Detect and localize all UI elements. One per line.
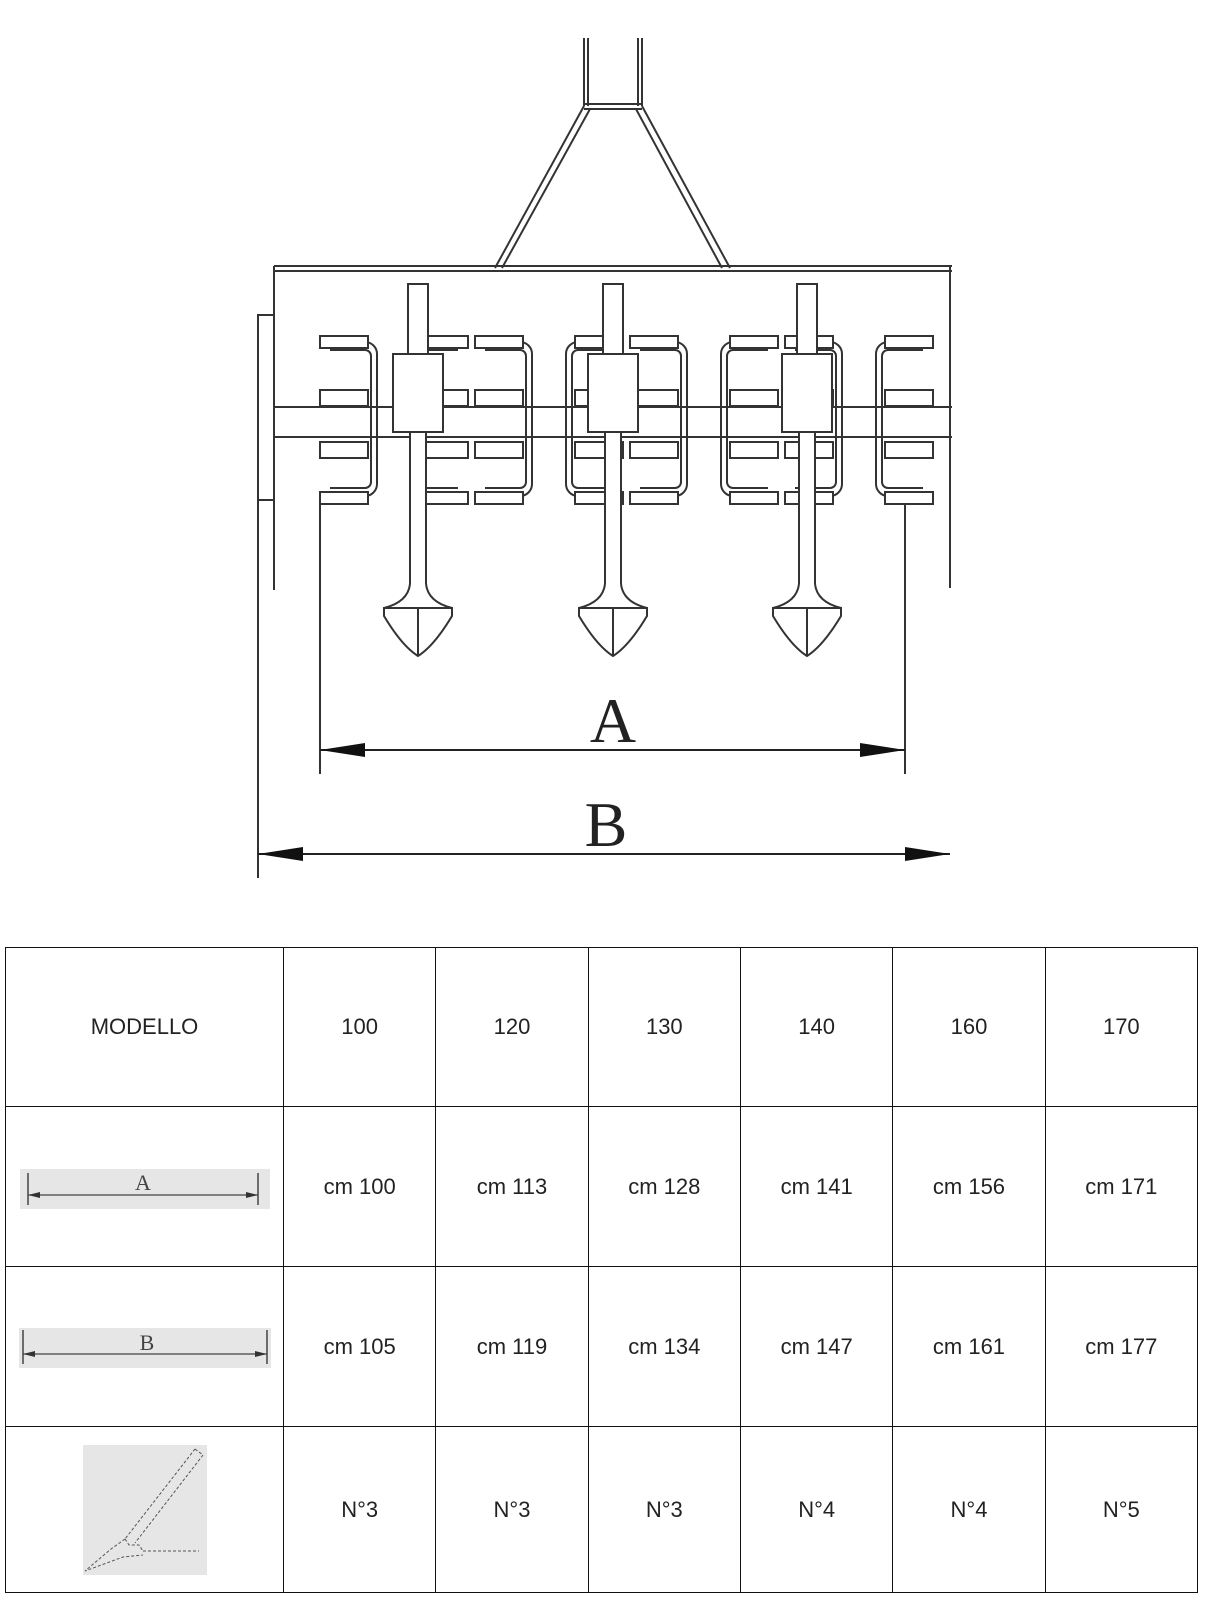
table-cell: cm 100 [282,1106,437,1267]
table-cell: N°3 [282,1426,437,1593]
model-cell: 140 [739,947,894,1107]
row-icon-cell: B [5,1266,284,1427]
table-row-dimension-a: A cm 100 cm 113 cm 128 cm 141 cm 156 cm … [5,1106,1199,1267]
table-cell: N°4 [892,1426,1046,1593]
dimension-b-icon: B [18,1327,271,1368]
table-cell: cm 147 [739,1266,894,1427]
machine-technical-drawing: A B [257,38,952,878]
table-row-tines: N°3 N°3 N°3 N°4 N°4 N°5 [5,1426,1199,1593]
table-cell: cm 105 [282,1266,437,1427]
model-cell: 160 [892,947,1046,1107]
table-cell: cm 156 [892,1106,1046,1267]
row-icon-cell: A [5,1106,284,1267]
table-cell: N°4 [739,1426,894,1593]
model-cell: 130 [587,947,741,1107]
table-cell: cm 113 [435,1106,589,1267]
spec-table: MODELLO 100 120 130 140 160 170 A cm 100… [5,947,1199,1593]
dimension-a-icon-label: A [135,1170,151,1195]
dimension-a: A [320,685,905,757]
hitch-frame [494,38,731,269]
table-cell: cm 134 [587,1266,741,1427]
model-cell: 120 [435,947,589,1107]
table-cell: cm 141 [739,1106,894,1267]
tine-icon [82,1444,207,1575]
row-icon-cell [5,1426,284,1593]
dimension-a-icon: A [19,1168,270,1209]
dimension-a-label: A [590,685,636,756]
table-row-dimension-b: B cm 105 cm 119 cm 134 cm 147 cm 161 cm … [5,1266,1199,1427]
table-cell: cm 161 [892,1266,1046,1427]
table-cell: N°5 [1044,1426,1199,1593]
table-cell: cm 177 [1044,1266,1199,1427]
table-cell: cm 119 [435,1266,589,1427]
table-row-model: MODELLO 100 120 130 140 160 170 [5,947,1199,1107]
table-cell: cm 128 [587,1106,741,1267]
dimension-b: B [258,789,950,861]
table-cell: N°3 [587,1426,741,1593]
model-cell: 100 [282,947,437,1107]
model-cell: 170 [1044,947,1199,1107]
dimension-b-icon-label: B [139,1330,154,1355]
dimension-b-label: B [585,789,628,860]
header-label: MODELLO [5,947,284,1107]
table-cell: N°3 [435,1426,589,1593]
table-cell: cm 171 [1044,1106,1199,1267]
